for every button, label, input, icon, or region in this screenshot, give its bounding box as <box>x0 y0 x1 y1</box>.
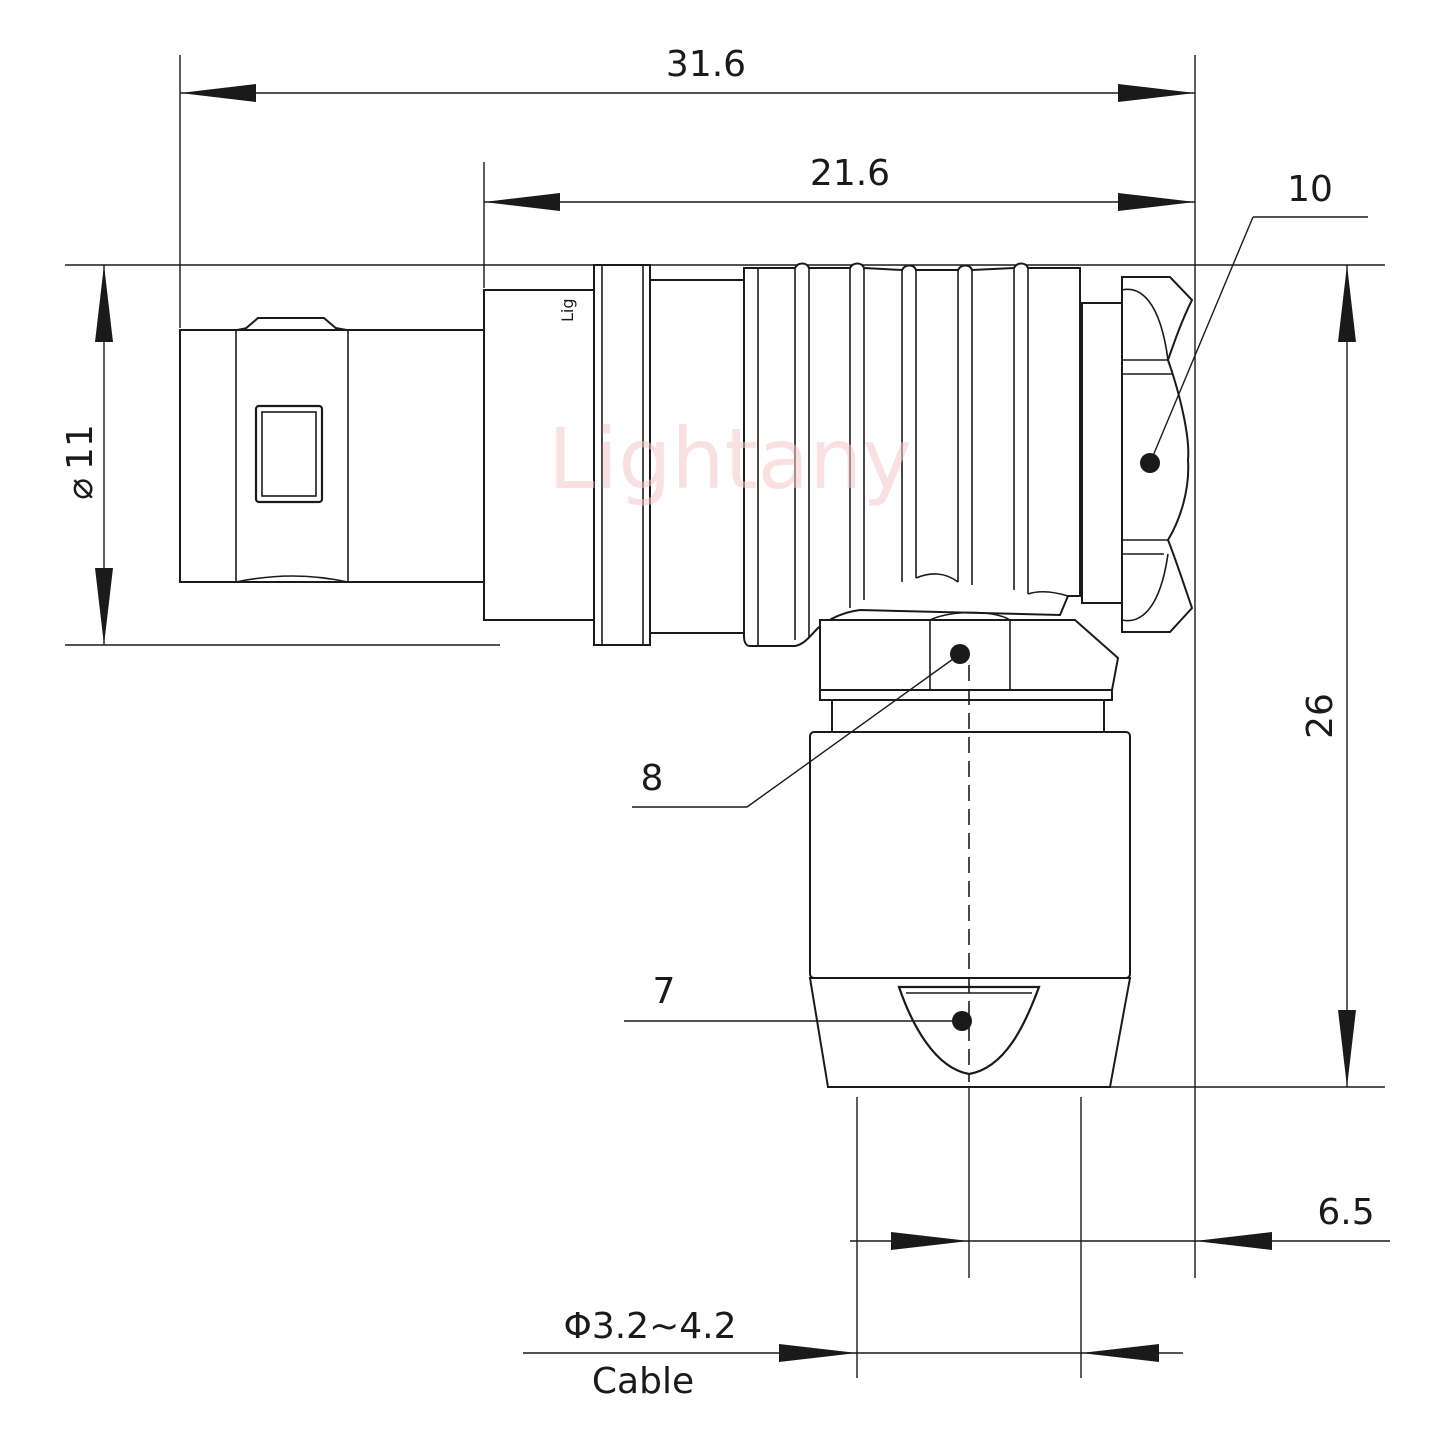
dimension-26-label: 26 <box>1300 693 1341 739</box>
callout-10-label: 10 <box>1287 169 1333 210</box>
dimension-diameter: ⌀ 11 <box>60 265 113 645</box>
dimension-6-5-label: 6.5 <box>1317 1192 1374 1233</box>
dimension-body-length: 21.6 <box>484 153 1195 211</box>
dimension-11-label: 11 <box>60 424 101 470</box>
connector-body: Lig <box>179 262 1194 1278</box>
dimension-21-6-label: 21.6 <box>810 153 890 194</box>
extension-lines <box>65 55 1385 1378</box>
cable-boot <box>808 977 1132 1088</box>
callout-10: 10 <box>1140 169 1368 473</box>
diameter-symbol: ⌀ <box>60 478 101 500</box>
housing-grooves <box>794 268 1069 640</box>
callout-8-label: 8 <box>641 758 664 799</box>
dimension-cable: Φ3.2~4.2 Cable <box>523 1306 1183 1402</box>
watermark: Lightany <box>548 410 912 508</box>
callout-7: 7 <box>624 971 972 1031</box>
dimension-31-6-label: 31.6 <box>666 44 746 85</box>
callout-8: 8 <box>632 644 970 808</box>
cable-label: Cable <box>592 1361 694 1402</box>
dimension-offset: 6.5 <box>850 1192 1390 1250</box>
embossed-brand: Lig <box>558 298 577 322</box>
dimension-height: 26 <box>1300 265 1356 1087</box>
cable-diameter-range: Φ3.2~4.2 <box>563 1306 736 1347</box>
callout-7-label: 7 <box>653 971 676 1012</box>
svg-text:⌀11: ⌀ 11 <box>60 424 101 500</box>
rear-nut <box>1081 276 1194 633</box>
dimension-overall-length: 31.6 <box>180 44 1195 102</box>
